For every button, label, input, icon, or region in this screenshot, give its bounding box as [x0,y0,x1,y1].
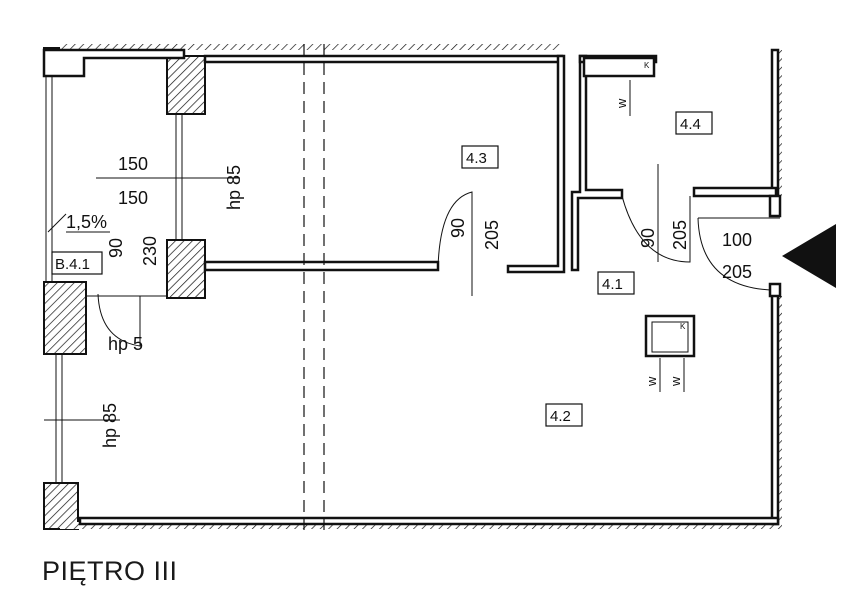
vent-w-42b: w [668,376,683,387]
column-left-mid [43,281,87,355]
wall-top-left [42,48,186,78]
chimney-box-inner [651,321,689,353]
wall-43-right [506,54,566,274]
column-top-mid [166,55,206,115]
entry-door-swing [697,217,780,291]
room-4-4-box [675,111,713,135]
room-4-2-box [545,403,583,427]
dim-entry-width: 100 [722,230,752,250]
slope-arrow [47,213,67,233]
dim-balcony-door-height: 230 [140,236,160,266]
entrance-arrow-icon [782,224,836,288]
dim-living-sill: hp 85 [100,403,120,448]
wall-43-bottom-left [203,260,440,272]
entry-jamb-top [768,194,782,218]
balcony-box [51,251,103,275]
wall-44-bottom-right [692,186,778,198]
wall-bottom [78,516,780,526]
door-43-swing [437,191,473,296]
vent-w-44: w [614,98,629,109]
dim-kitchen-sill: hp 85 [224,165,244,210]
room-4-3-box [461,145,499,169]
parapet-hatch-bottom [60,522,782,529]
chimney-k-label-bath: K [644,61,650,70]
room-4-3-label: 4.3 [466,150,487,167]
dim-door-44-height: 205 [670,220,690,250]
room-4-1-box [597,271,635,295]
door-44-swing [621,195,691,263]
dim-entry-height: 205 [722,262,752,282]
chimney-k-label: K [680,322,686,331]
wall-44-right [770,48,780,202]
balcony-label: B.4.1 [55,256,90,273]
dim-slope: 1,5% [66,212,107,232]
dim-window-width-bottom: 150 [118,188,148,208]
parapet-hatch-top [60,44,560,50]
floor-title: PIĘTRO III [42,556,178,586]
chimney-box-bath [582,56,656,78]
room-4-4-label: 4.4 [680,116,701,133]
vent-w-42a: w [644,376,659,387]
wall-44-left [570,54,624,272]
wall-right-lower [770,292,780,526]
dim-window-width-top: 150 [118,154,148,174]
balcony-door-swing [97,293,141,347]
entry-jamb-bottom [768,282,782,298]
room-4-1-label: 4.1 [602,276,623,293]
column-mid [166,239,206,299]
dim-balcony-sill: hp 5 [108,334,143,354]
dim-door-43-height: 205 [482,220,502,250]
room-4-2-label: 4.2 [550,408,571,425]
dim-door-43-width: 90 [448,218,468,238]
wall-top-kitchen [203,54,564,64]
dim-balcony-door-width: 90 [106,238,126,258]
dim-door-44-width: 90 [638,228,658,248]
chimney-box-main [644,314,696,358]
